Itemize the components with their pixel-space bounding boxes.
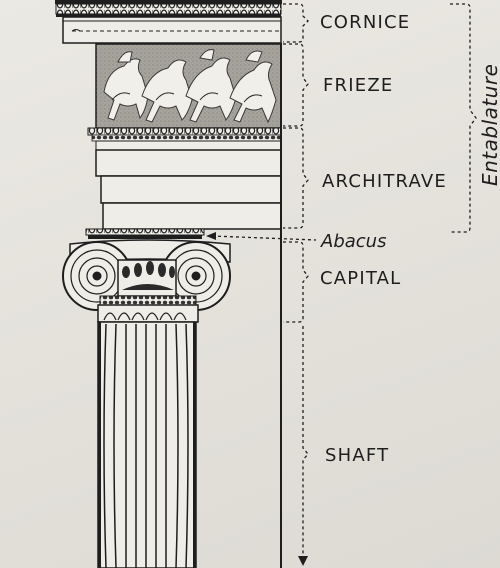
label-frieze: FRIEZE [323,75,393,96]
shaft-arrow-icon [298,556,308,566]
abacus-arrow-icon [206,232,216,240]
arrowheads [206,232,308,566]
label-cornice: CORNICE [320,12,410,33]
dimension-lines [211,3,477,568]
label-capital: CAPITAL [320,268,401,289]
cornice-block [55,0,282,44]
frieze-relief [95,43,282,129]
architrave-block [87,127,282,230]
label-architrave: ARCHITRAVE [322,171,447,192]
abacus-block [85,228,205,239]
label-abacus: Abacus [320,231,386,252]
label-shaft: SHAFT [325,445,389,466]
label-entablature: Entablature [478,64,500,186]
ionic-capital [62,239,231,323]
fluted-shaft [97,321,197,568]
